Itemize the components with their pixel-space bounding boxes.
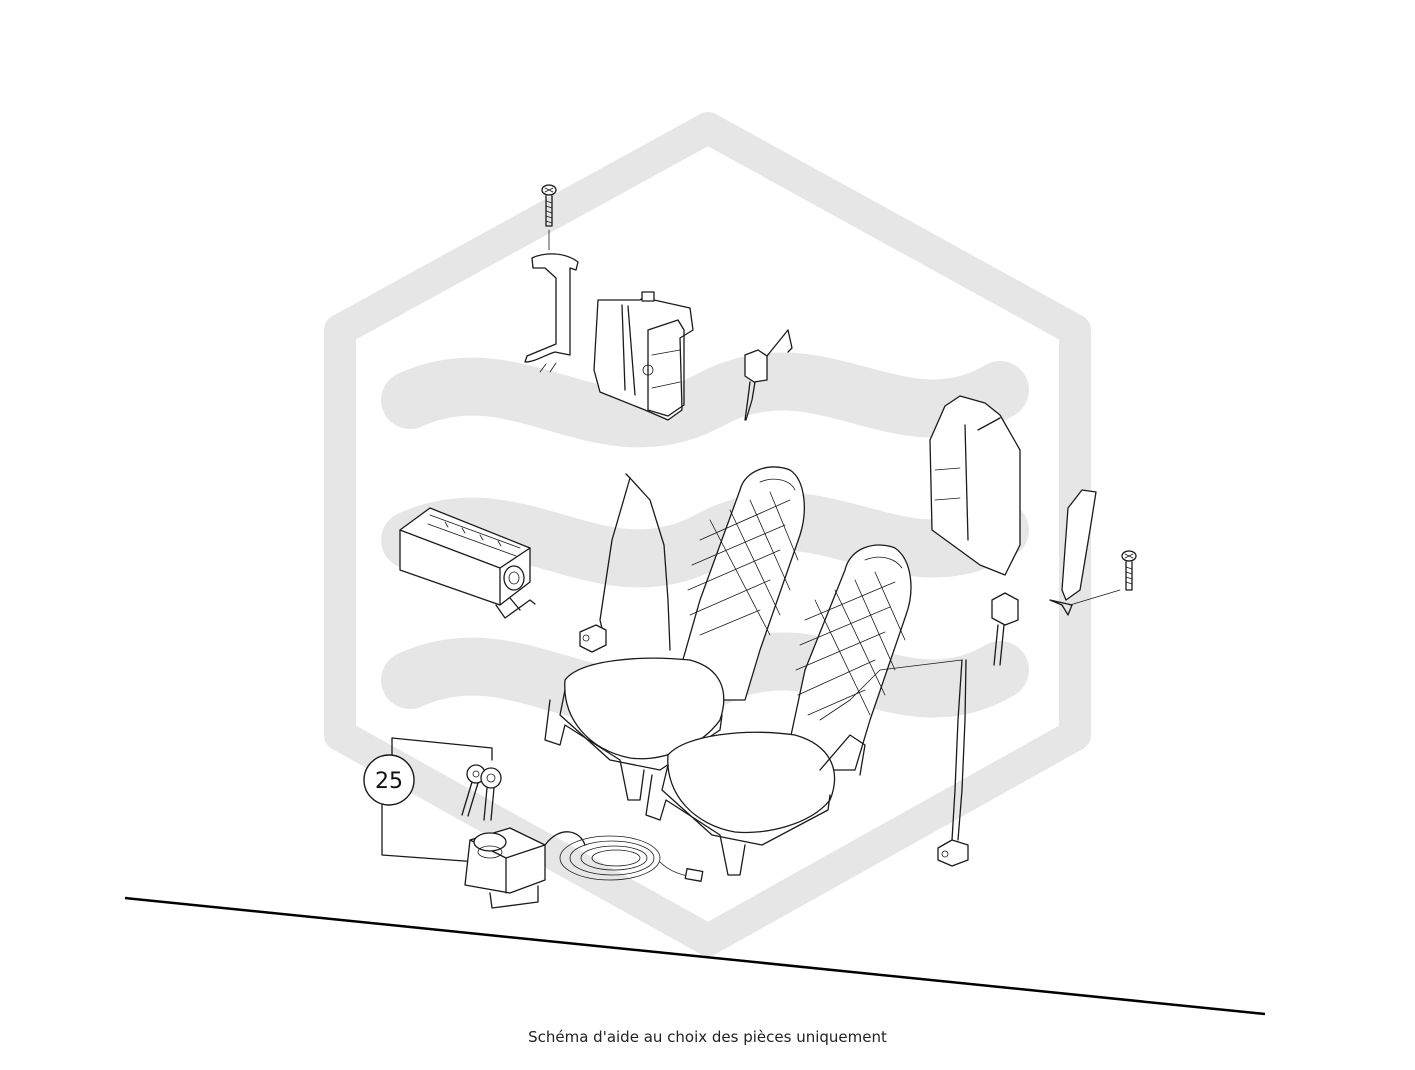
screw-right <box>1121 550 1137 591</box>
bracket <box>524 253 579 373</box>
connector-right <box>991 592 1019 666</box>
seat-belt-right <box>819 659 969 867</box>
seat-belt-left <box>579 473 671 653</box>
floor-line <box>124 896 1266 1016</box>
callout-25-label: 25 <box>375 769 403 794</box>
key-reader-module <box>464 827 704 909</box>
seat-back-panel-right <box>929 395 1021 576</box>
seat-right <box>645 544 912 876</box>
seat-left <box>544 466 805 801</box>
connector-upper <box>744 329 793 421</box>
airbag-module-upper-left <box>593 291 694 421</box>
belt-buckle-stalk-right <box>1049 489 1121 616</box>
screw-top-left <box>541 184 557 251</box>
keys-icon <box>461 764 502 821</box>
watermark-logo-icon <box>324 112 1091 956</box>
callout-25: 25 <box>363 754 415 806</box>
caption: Schéma d'aide au choix des pièces unique… <box>528 1028 887 1046</box>
airbag-module-left <box>399 507 536 619</box>
